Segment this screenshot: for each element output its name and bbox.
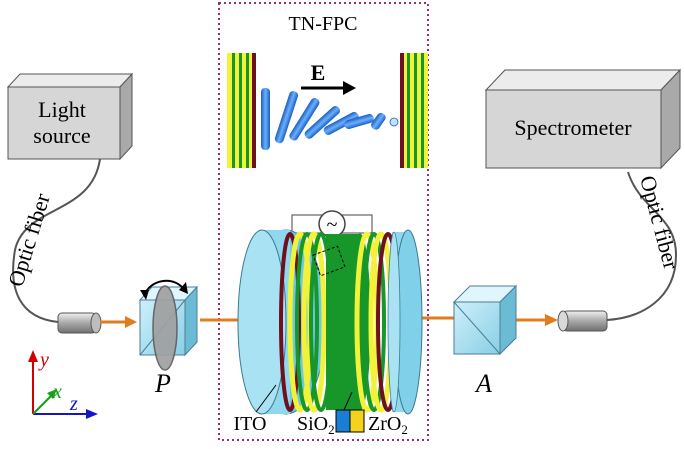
electrode-right <box>400 53 428 168</box>
layer-stack <box>287 231 400 413</box>
field-arrow <box>301 81 356 95</box>
polarizer-disk <box>152 285 178 371</box>
electrode-left <box>227 53 256 168</box>
polarizer <box>138 280 199 371</box>
spectrometer-label: Spectrometer <box>514 115 632 140</box>
tnfpc-title: TN-FPC <box>289 13 358 35</box>
light-source-label-line2: source <box>33 123 90 148</box>
ac-source: ~ <box>291 210 373 238</box>
fiber-left-label: Optic fiber <box>3 190 55 290</box>
liquid-crystal-rods <box>261 88 399 150</box>
tnfpc-frame <box>218 2 429 441</box>
axis-x-label: x <box>52 381 62 403</box>
axis-z-label: z <box>69 393 78 415</box>
polarizer-label: P <box>154 369 171 398</box>
sio2-label: SiO2 <box>297 413 335 437</box>
light-source-label-line1: Light <box>38 97 86 122</box>
zro2-label: ZrO2 <box>368 413 408 437</box>
fiber-left <box>12 158 101 323</box>
analyzer <box>452 284 518 356</box>
fiber-tip-right <box>557 310 608 332</box>
axis-y-label: y <box>38 349 49 371</box>
fabry-perot-cell <box>237 229 423 415</box>
field-label: E <box>311 60 326 85</box>
spectrometer-box: Spectrometer <box>484 68 682 170</box>
zro2-swatch <box>349 409 365 433</box>
fiber-tip-left <box>57 312 102 334</box>
analyzer-label: A <box>474 369 492 398</box>
sio2-swatch <box>335 409 351 433</box>
fiber-right-label: Optic fiber <box>635 173 684 273</box>
light-source-box: Light source <box>6 72 134 161</box>
fiber-right <box>606 171 678 321</box>
ito-label: ITO <box>234 413 267 435</box>
ac-source-symbol: ~ <box>327 214 338 236</box>
coordinate-axes <box>28 350 98 419</box>
